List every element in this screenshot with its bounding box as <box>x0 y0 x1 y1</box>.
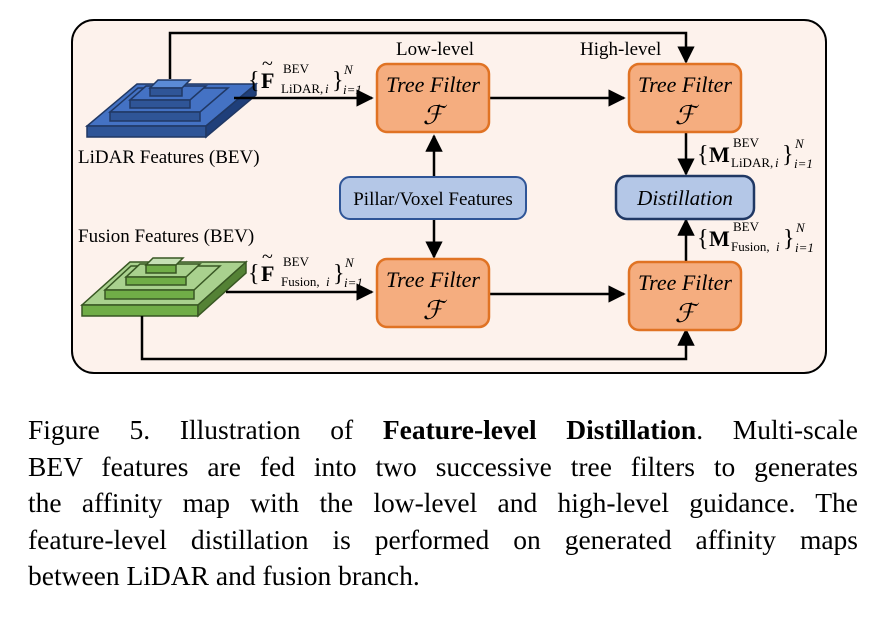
svg-text:N: N <box>344 255 355 270</box>
svg-text:Fusion,: Fusion, <box>281 274 320 289</box>
caption-bold-term: Feature-level Distillation <box>382 414 697 445</box>
svg-text:BEV: BEV <box>733 219 760 234</box>
fusion-bev-pyramid <box>80 257 248 318</box>
high-level-label: High-level <box>580 39 661 60</box>
svg-text:BEV: BEV <box>283 254 310 269</box>
svg-text:BEV: BEV <box>733 135 760 150</box>
svg-text:}: } <box>333 261 345 287</box>
svg-text:Fusion,: Fusion, <box>731 239 770 254</box>
pillar-voxel-features-box: Pillar/Voxel Features <box>339 176 527 220</box>
svg-text:{: { <box>248 68 260 94</box>
svg-text:N: N <box>795 220 806 235</box>
caption-after-bold: . Multi-scale <box>696 414 859 445</box>
formula-m-fusion: { M BEV Fusion, i } N i=1 <box>697 219 814 255</box>
feature-distillation-diagram: LiDAR Features (BEV) Fusion Features (BE… <box>71 19 827 374</box>
tree-filter-label: Tree Filter <box>638 72 732 97</box>
tree-filter-low-fusion: Tree Filter ℱ <box>375 257 491 329</box>
lidar-features-label: LiDAR Features (BEV) <box>78 147 260 168</box>
caption-line-4: feature-level distillation is performed … <box>28 523 858 555</box>
fusion-features-label: Fusion Features (BEV) <box>78 226 254 247</box>
svg-text:i: i <box>325 81 329 96</box>
svg-text:}: } <box>782 142 794 168</box>
svg-text:i=1: i=1 <box>344 275 363 290</box>
svg-text:}: } <box>332 68 344 94</box>
caption-line-2: BEV features are fed into two successive… <box>28 450 858 482</box>
svg-text:~: ~ <box>262 53 273 75</box>
svg-text:N: N <box>343 62 354 77</box>
svg-text:N: N <box>794 136 805 151</box>
figure-caption: Figure 5. Illustration of Feature-level … <box>28 412 858 595</box>
tree-filter-label: Tree Filter <box>638 270 732 295</box>
svg-text:~: ~ <box>262 246 273 268</box>
svg-text:M: M <box>709 142 730 167</box>
svg-text:{: { <box>697 226 709 252</box>
svg-text:BEV: BEV <box>283 61 310 76</box>
svg-text:F: F <box>261 68 274 93</box>
svg-text:LiDAR,: LiDAR, <box>281 81 323 96</box>
low-level-label: Low-level <box>396 39 474 60</box>
lidar-bev-pyramid <box>84 79 259 139</box>
svg-text:i: i <box>775 155 779 170</box>
distillation-label: Distillation <box>636 186 733 210</box>
svg-text:}: } <box>783 226 795 252</box>
caption-line-1: Figure 5. Illustration of Feature-level … <box>28 412 858 449</box>
pillar-voxel-label: Pillar/Voxel Features <box>353 189 513 210</box>
connector-lines <box>140 31 695 361</box>
formula-f-lidar: { ~ F BEV LiDAR, i } N i=1 <box>248 53 362 97</box>
tree-filter-high-lidar: Tree Filter ℱ <box>627 62 743 134</box>
svg-text:LiDAR,: LiDAR, <box>731 155 773 170</box>
svg-text:M: M <box>709 226 730 251</box>
caption-line-5: between LiDAR and fusion branch. <box>28 560 420 591</box>
svg-text:{: { <box>697 142 709 168</box>
tree-filter-high-fusion: Tree Filter ℱ <box>627 260 743 332</box>
caption-lead: Illustration of <box>179 414 354 445</box>
caption-line-3: the affinity map with the low-level and … <box>28 487 858 518</box>
tree-filter-label: Tree Filter <box>386 267 480 292</box>
figure-label: Figure 5. <box>28 414 151 445</box>
svg-text:i: i <box>326 274 330 289</box>
formula-f-fusion: { ~ F BEV Fusion, i } N i=1 <box>248 246 363 290</box>
svg-text:F: F <box>261 261 274 286</box>
distillation-box: Distillation <box>614 174 756 221</box>
tree-filter-low-lidar: Tree Filter ℱ <box>375 62 491 134</box>
svg-text:i=1: i=1 <box>794 156 813 171</box>
formula-m-lidar: { M BEV LiDAR, i } N i=1 <box>697 135 813 171</box>
svg-text:i: i <box>776 239 780 254</box>
svg-text:{: { <box>248 261 260 287</box>
tree-filter-label: Tree Filter <box>386 72 480 97</box>
svg-text:i=1: i=1 <box>795 240 814 255</box>
svg-text:i=1: i=1 <box>343 82 362 97</box>
